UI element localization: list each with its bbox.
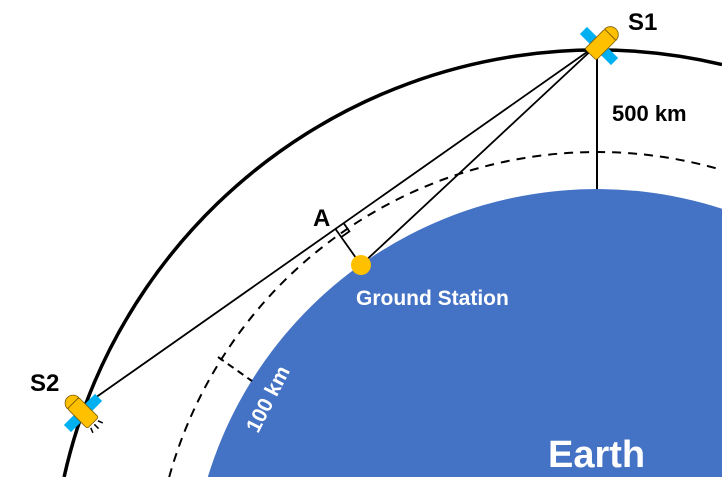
- earth: [207, 189, 722, 477]
- ground-link: [360, 44, 598, 266]
- earth-label: Earth: [548, 434, 645, 476]
- s1-label: S1: [628, 9, 657, 36]
- satellite-s2-icon: [63, 393, 104, 434]
- satellite-s1-icon: [579, 26, 619, 66]
- s2-label: S2: [30, 370, 59, 397]
- atmosphere-height-marker: [217, 356, 253, 382]
- atmosphere-boundary: [168, 151, 722, 477]
- ground-station-dot: [351, 255, 371, 275]
- ground-station-label: Ground Station: [356, 287, 509, 310]
- point-a-label: A: [313, 205, 330, 232]
- inter-satellite-link: [84, 44, 598, 406]
- right-angle-marker: [340, 222, 351, 238]
- orbit-altitude-label: 500 km: [612, 101, 687, 126]
